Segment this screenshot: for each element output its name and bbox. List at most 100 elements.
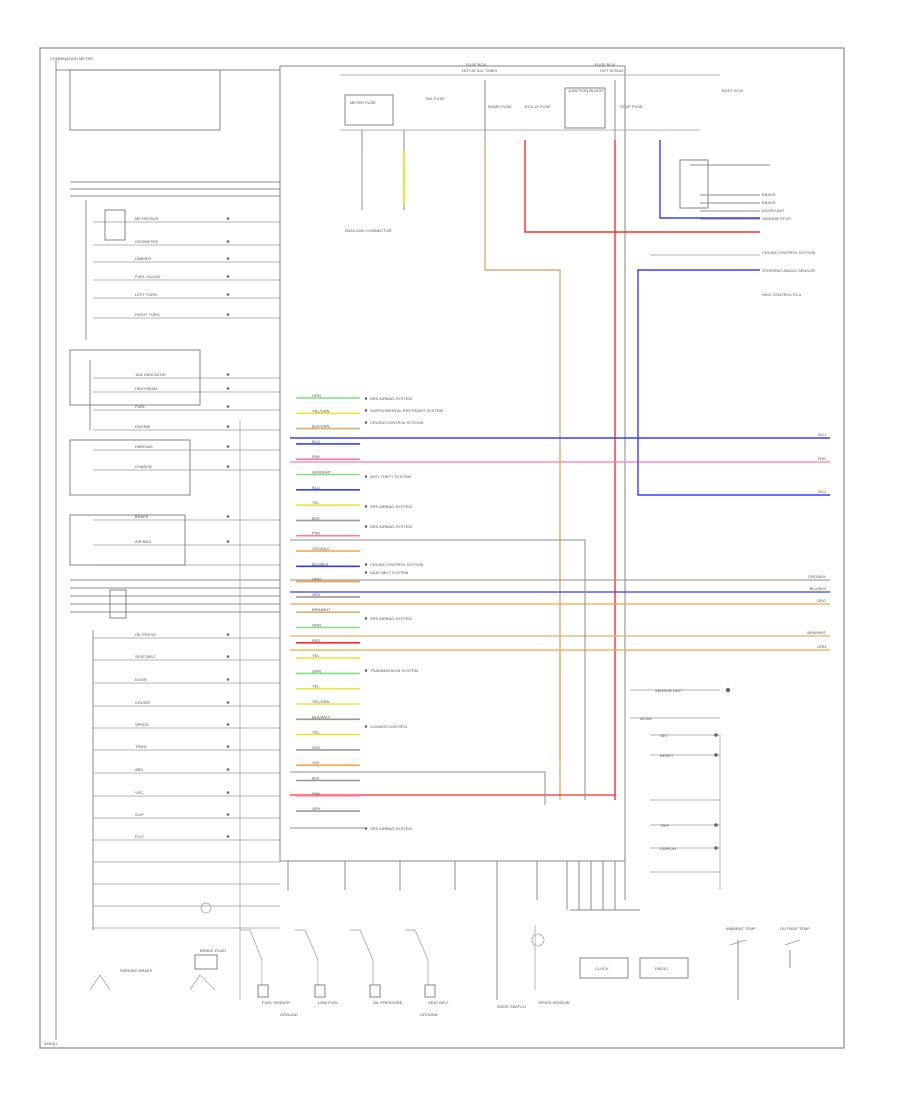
system-label: CRUISE CONTROL SYSTEM: [370, 420, 423, 425]
svg-text:FUSE BOX: FUSE BOX: [466, 62, 487, 67]
left-component-rows: [69, 69, 280, 1000]
switch-label: TRIP: [660, 823, 669, 828]
right-top-label: BRAKE: [762, 192, 776, 197]
wire-color-label: GRY: [312, 745, 321, 750]
right-top-label: SENSOR STOP: [762, 216, 791, 221]
left-label: ODOMETER: [135, 239, 158, 244]
bottom-label: BRAKE FLUID: [200, 948, 226, 953]
terminal-dot: [226, 257, 230, 260]
bottom-label: DOOR SWITCH: [497, 1004, 526, 1009]
svg-text:STOP FUSE: STOP FUSE: [620, 104, 643, 109]
left-label: ABS: [135, 767, 143, 772]
right-top-label: BRAKE: [762, 200, 776, 205]
top-fuse-area: FUSE BOX FUSE BOX HOT AT ALL TIMES HOT I…: [340, 62, 743, 233]
arrow-dot: [364, 397, 368, 400]
terminal-dot: [226, 723, 230, 726]
svg-text:BODY ECU: BODY ECU: [722, 88, 743, 93]
terminal-dot: [226, 701, 230, 704]
wire-color-label: BLK/WHT: [312, 714, 330, 719]
left-label: ECO: [135, 834, 144, 839]
bottom-label: FUEL SENDER: [262, 1000, 290, 1005]
arrow-dot: [364, 475, 368, 478]
terminal-dot: [226, 293, 230, 296]
wire-blue-right: [637, 269, 830, 496]
right-edge-label: BRN/WHT: [807, 630, 826, 635]
left-label: CRUISE: [135, 700, 150, 705]
footer-label: 3/00/01: [44, 1041, 58, 1046]
terminal-dot: [226, 405, 230, 408]
system-label: SEAT BELT SYSTEM: [370, 570, 408, 575]
system-label: SRS AIRBAG SYSTEM: [370, 826, 412, 831]
system-label: SRS AIRBAG SYSTEM: [370, 504, 412, 509]
left-bus: [55, 60, 280, 1040]
wire-color-label: PNK: [312, 791, 321, 796]
bottom-label: OIL PRESSURE: [373, 1000, 403, 1005]
terminal-dot: [226, 387, 230, 390]
bottom-label: GROUND: [420, 1012, 438, 1017]
bottom-right-switches: [624, 687, 731, 900]
left-label: VSC: [135, 790, 143, 795]
left-label: AIR BAG: [135, 539, 151, 544]
bottom-label: OUTSIDE TEMP: [780, 926, 810, 931]
wire-color-label: BLK/GRN: [312, 424, 330, 429]
wire-orange-v: [290, 649, 561, 760]
terminal-dot: [226, 425, 230, 428]
left-label: METER BUS: [135, 216, 159, 221]
terminal-dot: [226, 240, 230, 243]
switch-label: DISPLAY: [660, 846, 677, 851]
svg-text:ECU-IG FUSE: ECU-IG FUSE: [525, 104, 551, 109]
switch-label: MODE: [640, 716, 652, 721]
right-edge-label: PNK: [818, 456, 827, 461]
wire-color-label: VIO: [312, 760, 319, 765]
left-label: OIL PRESS: [135, 632, 156, 637]
arrow-dot: [364, 505, 368, 508]
terminal-dot: [226, 540, 230, 543]
left-label: SLIP: [135, 812, 144, 817]
system-label: SUPPLEMENTAL RESTRAINT SYSTEM: [370, 408, 443, 413]
arrow-dot: [364, 409, 368, 412]
arrow-dot: [364, 725, 368, 728]
left-label: BRAKE: [135, 514, 149, 519]
left-label: CHARGE: [135, 464, 152, 469]
corner-label: COMBINATION METER: [50, 56, 93, 61]
wire-color-label: RED: [312, 638, 321, 643]
arrow-dot: [364, 563, 368, 566]
bottom-terminals: [89, 861, 801, 1000]
left-label: FUEL: [135, 404, 146, 409]
bottom-label: RADIO: [655, 966, 668, 971]
left-label: RIGHT TURN: [135, 312, 160, 317]
left-label: SEAT BELT: [135, 654, 156, 659]
wire-color-label: YEL: [312, 684, 320, 689]
left-label: PARKING: [135, 444, 153, 449]
right-edge-label: ORG/BLK: [808, 574, 826, 579]
terminal-dot: [226, 655, 230, 658]
wire-color-label: PNK: [312, 454, 321, 459]
meter-assembly-box: [279, 65, 626, 862]
left-label: TPMS: [135, 744, 146, 749]
wire-color-label: GRN: [312, 623, 321, 628]
left-label: ENGINE: [135, 424, 151, 429]
wire-color-label: GRN: [312, 393, 321, 398]
terminal-dot: [226, 313, 230, 316]
right-edge-label: BLU/BLK: [810, 586, 827, 591]
bottom-label: SPEED SENSOR: [538, 1000, 570, 1005]
left-label: DOOR: [135, 677, 147, 682]
left-label: HIGH BEAM: [135, 386, 157, 391]
system-label: SRS AIRBAG SYSTEM: [370, 616, 412, 621]
right-top-label: STEERING ANGLE SENSOR: [762, 268, 815, 273]
diagram-frame: [39, 47, 845, 1049]
bottom-label: AMBIENT TEMP: [726, 926, 756, 931]
bottom-label: GROUND: [280, 1012, 298, 1017]
bottom-label: SEAT BELT: [428, 1000, 449, 1005]
svg-text:METER FUSE: METER FUSE: [350, 100, 376, 105]
wire-blue-top: [659, 140, 760, 219]
switch-label: SENSOR UNIT: [655, 688, 683, 693]
system-label: ANTI-THEFT SYSTEM: [370, 474, 411, 479]
terminal-dot: [226, 835, 230, 838]
terminal-dot: [226, 445, 230, 448]
right-edge-label: GRN: [817, 644, 826, 649]
right-edge-label: ORG: [817, 598, 826, 603]
